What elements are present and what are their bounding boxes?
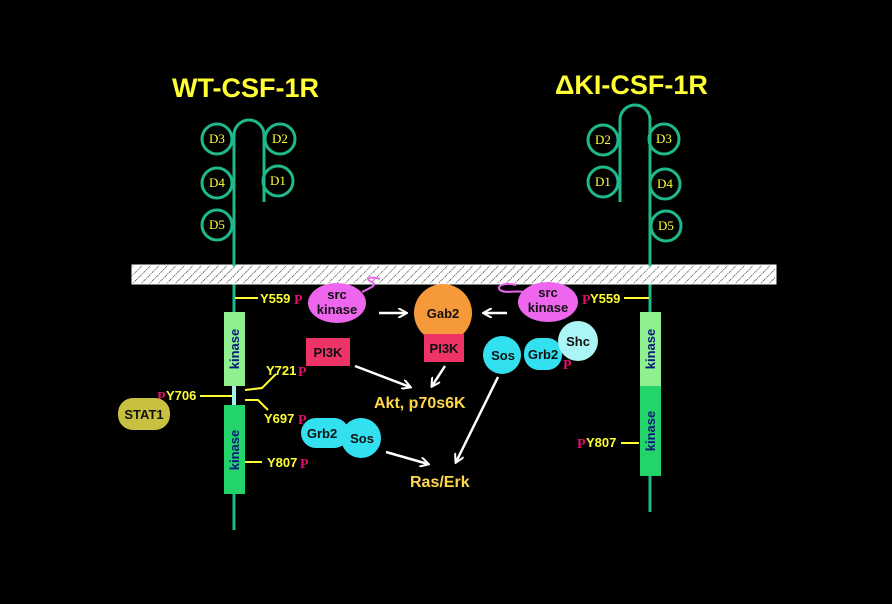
dki-kinase-lower: kinase <box>640 386 661 476</box>
svg-text:Y697: Y697 <box>264 411 294 426</box>
wt-domain-d1: D1 <box>261 164 295 198</box>
svg-text:Grb2: Grb2 <box>528 347 558 362</box>
arrow-sos-right-to-ras <box>456 376 500 462</box>
svg-text:Y559: Y559 <box>260 291 290 306</box>
wt-domain-d5: D5 <box>200 208 234 242</box>
dki-domain-d1: D1 <box>586 165 620 199</box>
title-dki-csf1r: ΔKI-CSF-1R <box>555 70 708 100</box>
stat1: STAT1 <box>118 398 170 430</box>
svg-text:D5: D5 <box>209 217 225 232</box>
svg-text:kinase: kinase <box>227 329 242 369</box>
wt-kinase-upper: kinase <box>224 312 245 386</box>
wt-site-y706: P Y706 <box>157 388 196 405</box>
output-akt-p70s6k: Akt, p70s6K <box>374 395 466 412</box>
src-kinase-left: src kinase <box>308 276 381 323</box>
dki-receptor: D2 D3 D1 D4 D5 kinase kinase P <box>577 103 683 512</box>
plasma-membrane <box>131 264 777 285</box>
svg-text:D3: D3 <box>209 131 225 146</box>
phospho-mark: P <box>577 437 586 452</box>
arrow-pi3k-gab2-to-akt <box>432 365 447 386</box>
dki-domain-d2: D2 <box>586 123 620 157</box>
dki-domain-d4: D4 <box>648 167 682 201</box>
phospho-mark: P <box>300 457 309 472</box>
svg-text:D4: D4 <box>209 175 225 190</box>
phospho-mark: P <box>563 358 572 373</box>
svg-text:kinase: kinase <box>643 329 658 369</box>
wt-site-y559: Y559 P <box>260 291 303 308</box>
svg-text:PI3K: PI3K <box>430 341 460 356</box>
svg-text:kinase: kinase <box>643 411 658 451</box>
dki-domain-d5: D5 <box>649 209 683 243</box>
title-wt-csf1r: WT-CSF-1R <box>172 73 319 103</box>
output-ras-erk: Ras/Erk <box>410 474 470 491</box>
svg-text:D1: D1 <box>270 173 286 188</box>
svg-text:D2: D2 <box>272 131 288 146</box>
phospho-mark: P <box>157 390 166 405</box>
dki-site-y559: P Y559 <box>582 291 620 308</box>
wt-site-y807: Y807 P <box>267 455 309 472</box>
wt-site-y697: Y697 P <box>264 411 307 428</box>
wt-site-y721: Y721 P <box>266 363 307 380</box>
dki-receptor-backbone <box>618 103 652 512</box>
svg-text:PI3K: PI3K <box>314 345 344 360</box>
arrow-sos-to-ras <box>385 450 428 464</box>
svg-text:Grb2: Grb2 <box>307 426 337 441</box>
svg-text:Y559: Y559 <box>590 291 620 306</box>
wt-domain-d2: D2 <box>263 122 297 156</box>
svg-text:D4: D4 <box>657 176 673 191</box>
phospho-mark: P <box>298 365 307 380</box>
sos-grb2-shc-right: Sos Grb2 Shc P <box>483 321 598 374</box>
wt-receptor-backbone <box>232 118 266 530</box>
pi3k-gab2: PI3K <box>424 334 464 362</box>
svg-text:Shc: Shc <box>566 334 590 349</box>
svg-text:D1: D1 <box>595 174 611 189</box>
svg-text:STAT1: STAT1 <box>124 407 163 422</box>
svg-text:Gab2: Gab2 <box>427 306 460 321</box>
svg-text:D5: D5 <box>658 218 674 233</box>
svg-text:Y706: Y706 <box>166 388 196 403</box>
svg-text:Sos: Sos <box>491 348 515 363</box>
svg-text:Y807: Y807 <box>586 435 616 450</box>
svg-text:kinase: kinase <box>227 430 242 470</box>
svg-text:src: src <box>327 287 347 302</box>
svg-text:kinase: kinase <box>317 302 357 317</box>
svg-text:Sos: Sos <box>350 431 374 446</box>
svg-text:Y807: Y807 <box>267 455 297 470</box>
wt-domain-d4: D4 <box>200 166 234 200</box>
src-kinase-right: src kinase <box>498 282 578 322</box>
dki-kinase-upper: kinase <box>640 312 661 386</box>
svg-text:Y721: Y721 <box>266 363 296 378</box>
phospho-mark: P <box>298 413 307 428</box>
dki-domain-d3: D3 <box>647 122 681 156</box>
wt-receptor: D3 D2 D4 D1 D5 kinase kinase <box>157 118 309 530</box>
pi3k-left: PI3K <box>306 338 350 366</box>
wt-kinase-lower: kinase <box>224 405 245 494</box>
svg-text:D3: D3 <box>656 131 672 146</box>
arrow-pi3k-to-akt <box>354 364 410 387</box>
arrows <box>354 313 507 464</box>
dki-site-y807: P Y807 <box>577 435 616 452</box>
grb2-sos-left: Grb2 Sos <box>301 418 381 458</box>
phospho-mark: P <box>582 293 591 308</box>
svg-text:D2: D2 <box>595 132 611 147</box>
gab2: Gab2 <box>414 284 472 342</box>
wt-domain-d3: D3 <box>200 122 234 156</box>
phospho-mark: P <box>294 293 303 308</box>
svg-text:src: src <box>538 285 558 300</box>
svg-text:kinase: kinase <box>528 300 568 315</box>
